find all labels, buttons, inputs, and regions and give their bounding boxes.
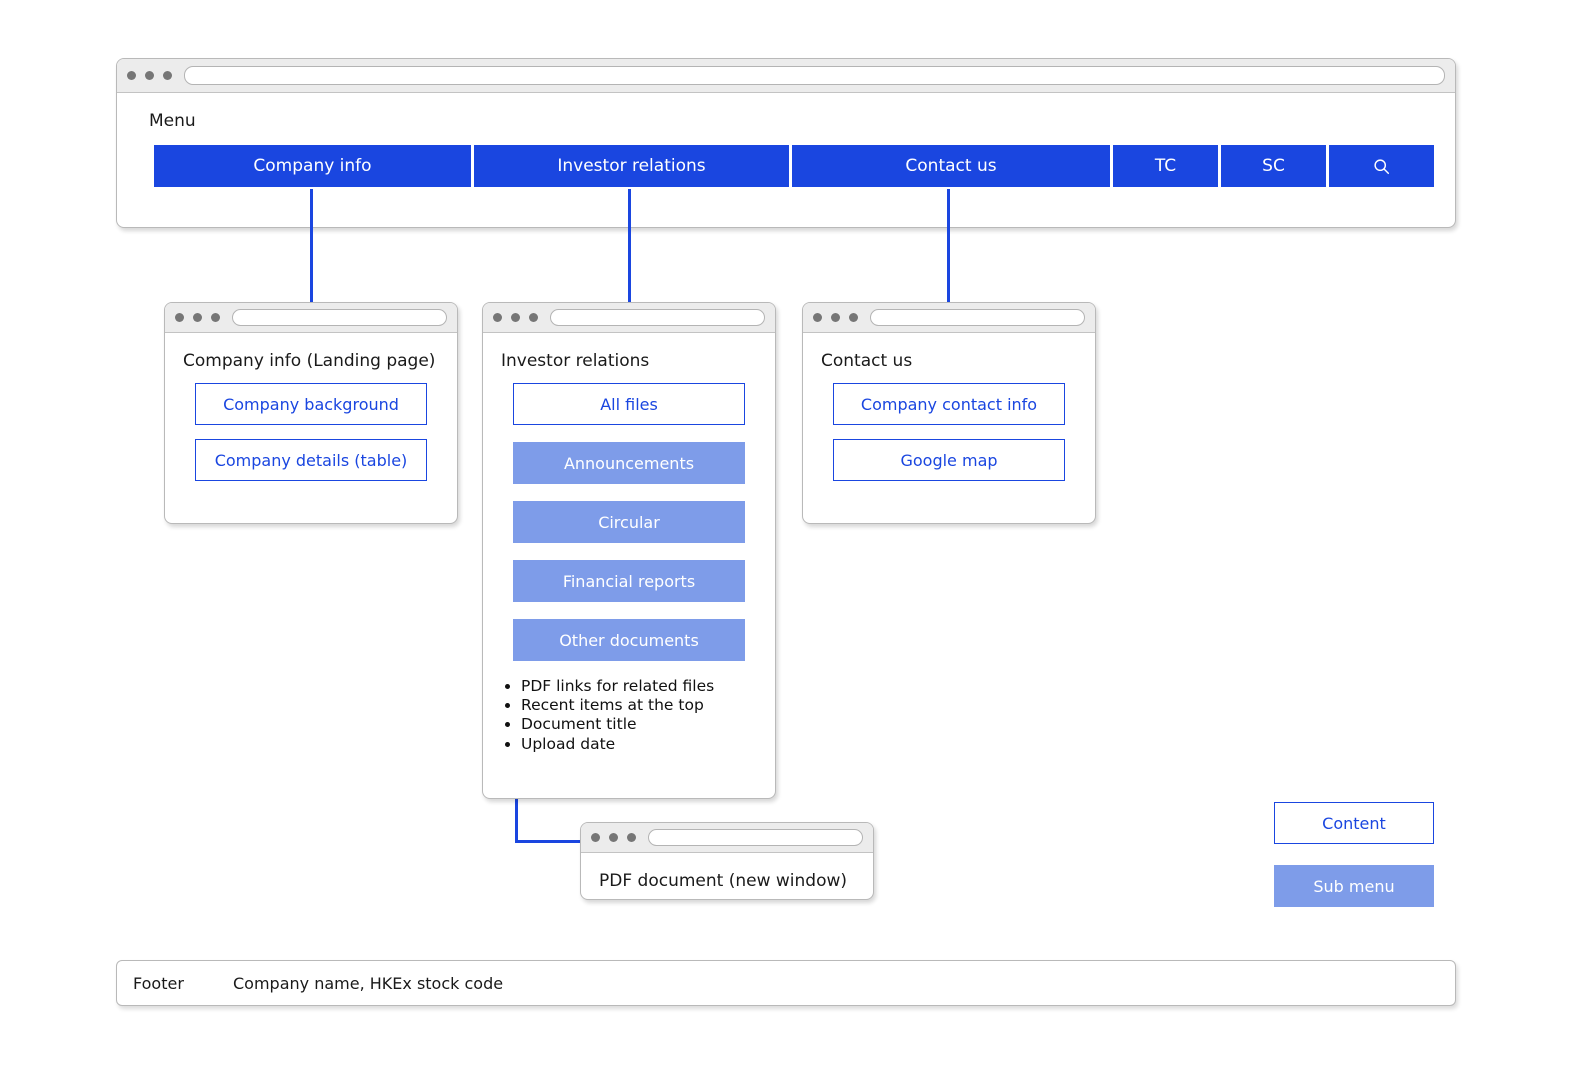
button-label: All files: [600, 394, 658, 414]
card-button-list: Company contact info Google map: [803, 371, 1095, 481]
button-company-background[interactable]: Company background: [195, 383, 427, 425]
list-item: Recent items at the top: [521, 696, 775, 715]
card-body: Company info (Landing page) Company back…: [165, 333, 457, 481]
close-dot-icon[interactable]: [493, 313, 502, 322]
investor-notes-list: PDF links for related files Recent items…: [483, 677, 775, 754]
connector-pdf-vertical: [515, 799, 518, 842]
button-other-documents[interactable]: Other documents: [513, 619, 745, 661]
address-bar[interactable]: [648, 829, 863, 846]
nav-item-sc[interactable]: SC: [1221, 145, 1326, 187]
window-controls: [175, 313, 220, 322]
legend: Content Sub menu: [1274, 802, 1434, 907]
button-label: Company details (table): [214, 450, 408, 470]
card-button-list: All files Announcements Circular Financi…: [483, 371, 775, 661]
minimize-dot-icon[interactable]: [511, 313, 520, 322]
footer-text: Company name, HKEx stock code: [233, 973, 504, 993]
card-company-info: Company info (Landing page) Company back…: [164, 302, 458, 524]
button-label: Company background: [223, 394, 399, 414]
button-label: Circular: [598, 512, 660, 532]
card-body: Contact us Company contact info Google m…: [803, 333, 1095, 481]
nav-item-search[interactable]: [1329, 145, 1434, 187]
maximize-dot-icon[interactable]: [211, 313, 220, 322]
nav-item-label: Investor relations: [557, 156, 706, 176]
button-all-files[interactable]: All files: [513, 383, 745, 425]
close-dot-icon[interactable]: [127, 71, 136, 80]
button-company-contact-info[interactable]: Company contact info: [833, 383, 1065, 425]
button-circular[interactable]: Circular: [513, 501, 745, 543]
close-dot-icon[interactable]: [591, 833, 600, 842]
button-google-map[interactable]: Google map: [833, 439, 1065, 481]
minimize-dot-icon[interactable]: [609, 833, 618, 842]
window-controls: [591, 833, 636, 842]
nav-item-contact-us[interactable]: Contact us: [792, 145, 1110, 187]
card-titlebar: [581, 823, 873, 853]
nav-item-label: Company info: [253, 156, 372, 176]
nav-item-label: Contact us: [905, 156, 997, 176]
button-label: Announcements: [563, 453, 695, 473]
address-bar[interactable]: [870, 309, 1085, 326]
nav-item-label: TC: [1154, 156, 1177, 176]
window-controls: [127, 71, 172, 80]
maximize-dot-icon[interactable]: [163, 71, 172, 80]
search-icon: [1374, 158, 1390, 174]
nav-item-tc[interactable]: TC: [1113, 145, 1218, 187]
list-item: PDF links for related files: [521, 677, 775, 696]
footer-bar: Footer Company name, HKEx stock code: [116, 960, 1456, 1006]
maximize-dot-icon[interactable]: [529, 313, 538, 322]
maximize-dot-icon[interactable]: [627, 833, 636, 842]
card-titlebar: [803, 303, 1095, 333]
main-browser-window: Menu Company info Investor relations Con…: [116, 58, 1456, 228]
connector-pdf-horizontal: [515, 840, 582, 843]
address-bar[interactable]: [232, 309, 447, 326]
button-financial-reports[interactable]: Financial reports: [513, 560, 745, 602]
button-label: Financial reports: [562, 571, 696, 591]
button-label: Other documents: [559, 630, 699, 650]
maximize-dot-icon[interactable]: [849, 313, 858, 322]
button-label: Company contact info: [860, 394, 1038, 414]
card-title: PDF document (new window): [599, 871, 848, 891]
card-titlebar: [483, 303, 775, 333]
connector-contact-us: [947, 189, 950, 303]
close-dot-icon[interactable]: [175, 313, 184, 322]
button-announcements[interactable]: Announcements: [513, 442, 745, 484]
legend-label: Content: [1322, 813, 1386, 833]
card-button-list: Company background Company details (tabl…: [165, 371, 457, 481]
window-controls: [493, 313, 538, 322]
legend-submenu-swatch: Sub menu: [1274, 865, 1434, 907]
connector-investor-relations: [628, 189, 631, 303]
button-label: Google map: [900, 450, 998, 470]
card-title: Contact us: [821, 351, 913, 371]
button-company-details[interactable]: Company details (table): [195, 439, 427, 481]
nav-item-label: SC: [1262, 156, 1285, 176]
card-titlebar: [165, 303, 457, 333]
minimize-dot-icon[interactable]: [193, 313, 202, 322]
nav-item-company-info[interactable]: Company info: [154, 145, 471, 187]
list-item: Upload date: [521, 735, 775, 754]
list-item: Document title: [521, 715, 775, 734]
browser-titlebar: [117, 59, 1455, 93]
main-navigation: Company info Investor relations Contact …: [154, 145, 1434, 187]
card-body: Investor relations All files Announcemen…: [483, 333, 775, 754]
card-title: Company info (Landing page): [183, 351, 436, 371]
menu-label: Menu: [149, 111, 196, 131]
card-investor-relations: Investor relations All files Announcemen…: [482, 302, 776, 799]
minimize-dot-icon[interactable]: [831, 313, 840, 322]
card-body: PDF document (new window): [581, 853, 873, 891]
nav-item-investor-relations[interactable]: Investor relations: [474, 145, 789, 187]
window-controls: [813, 313, 858, 322]
address-bar[interactable]: [550, 309, 765, 326]
legend-label: Sub menu: [1313, 876, 1395, 896]
close-dot-icon[interactable]: [813, 313, 822, 322]
address-bar[interactable]: [184, 66, 1445, 85]
card-pdf-document: PDF document (new window): [580, 822, 874, 900]
footer-label: Footer: [133, 973, 184, 993]
connector-company-info: [310, 189, 313, 303]
minimize-dot-icon[interactable]: [145, 71, 154, 80]
card-contact-us: Contact us Company contact info Google m…: [802, 302, 1096, 524]
card-title: Investor relations: [501, 351, 650, 371]
legend-content-swatch: Content: [1274, 802, 1434, 844]
